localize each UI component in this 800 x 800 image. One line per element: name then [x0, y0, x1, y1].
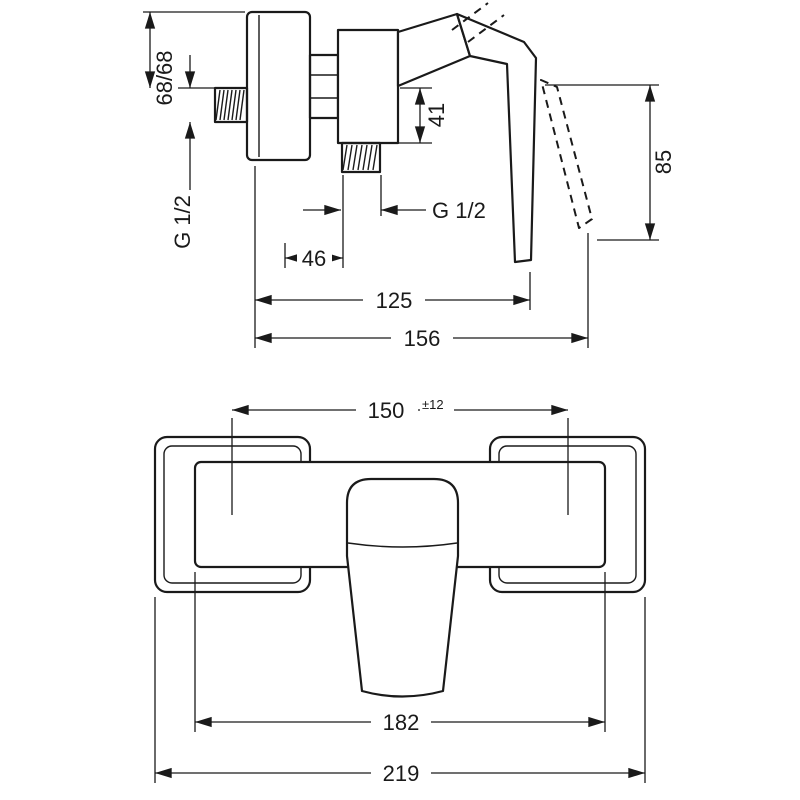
handle-lever — [455, 12, 538, 264]
supply-pipe-thread — [213, 86, 249, 124]
dimension-182: 182 — [194, 572, 606, 735]
dim-label-219: 219 — [383, 761, 420, 786]
outlet-thread-hatch — [342, 144, 378, 171]
dimension-41: 41 — [386, 87, 449, 144]
dimension-219: 219 — [154, 597, 646, 786]
dim-label-g12-inlet: G 1/2 — [170, 195, 195, 249]
dim-label-150: 150 — [368, 398, 405, 423]
handle-front — [345, 477, 460, 698]
side-view — [213, 2, 593, 264]
dim-label-g12-outlet: G 1/2 — [432, 198, 486, 223]
dim-label-41: 41 — [424, 103, 449, 127]
hex-nut — [308, 53, 340, 120]
dim-label-125: 125 — [376, 288, 413, 313]
valve-body — [336, 28, 400, 145]
dimension-68-68: 68/68 — [143, 11, 245, 106]
outlet-thread — [340, 141, 382, 174]
handle-front-seam — [347, 542, 458, 548]
dimension-156: 156 — [255, 233, 589, 351]
dimension-150: 150 ±12 — [231, 396, 569, 515]
dimension-g12-inlet: G 1/2 — [170, 122, 196, 249]
handle-up-position-line — [451, 2, 489, 31]
dimension-g12-outlet: G 1/2 — [303, 175, 486, 268]
handle-lever-dashed-position — [540, 79, 593, 229]
dim-label-46: 46 — [302, 246, 326, 271]
front-view — [153, 435, 647, 698]
dimension-46: 46 — [284, 243, 343, 271]
wall-plate — [245, 10, 312, 162]
supply-pipe-thread-hatch — [215, 89, 245, 121]
dim-label-182: 182 — [383, 710, 420, 735]
dimension-85: 85 — [545, 84, 676, 241]
dimension-125: 125 — [254, 166, 531, 348]
dim-label-156: 156 — [404, 326, 441, 351]
handle-up-position-line — [467, 14, 505, 43]
dim-label-150-tolerance: ±12 — [422, 397, 444, 412]
dim-label-85: 85 — [651, 150, 676, 174]
dim-label-68-68: 68/68 — [152, 50, 177, 105]
